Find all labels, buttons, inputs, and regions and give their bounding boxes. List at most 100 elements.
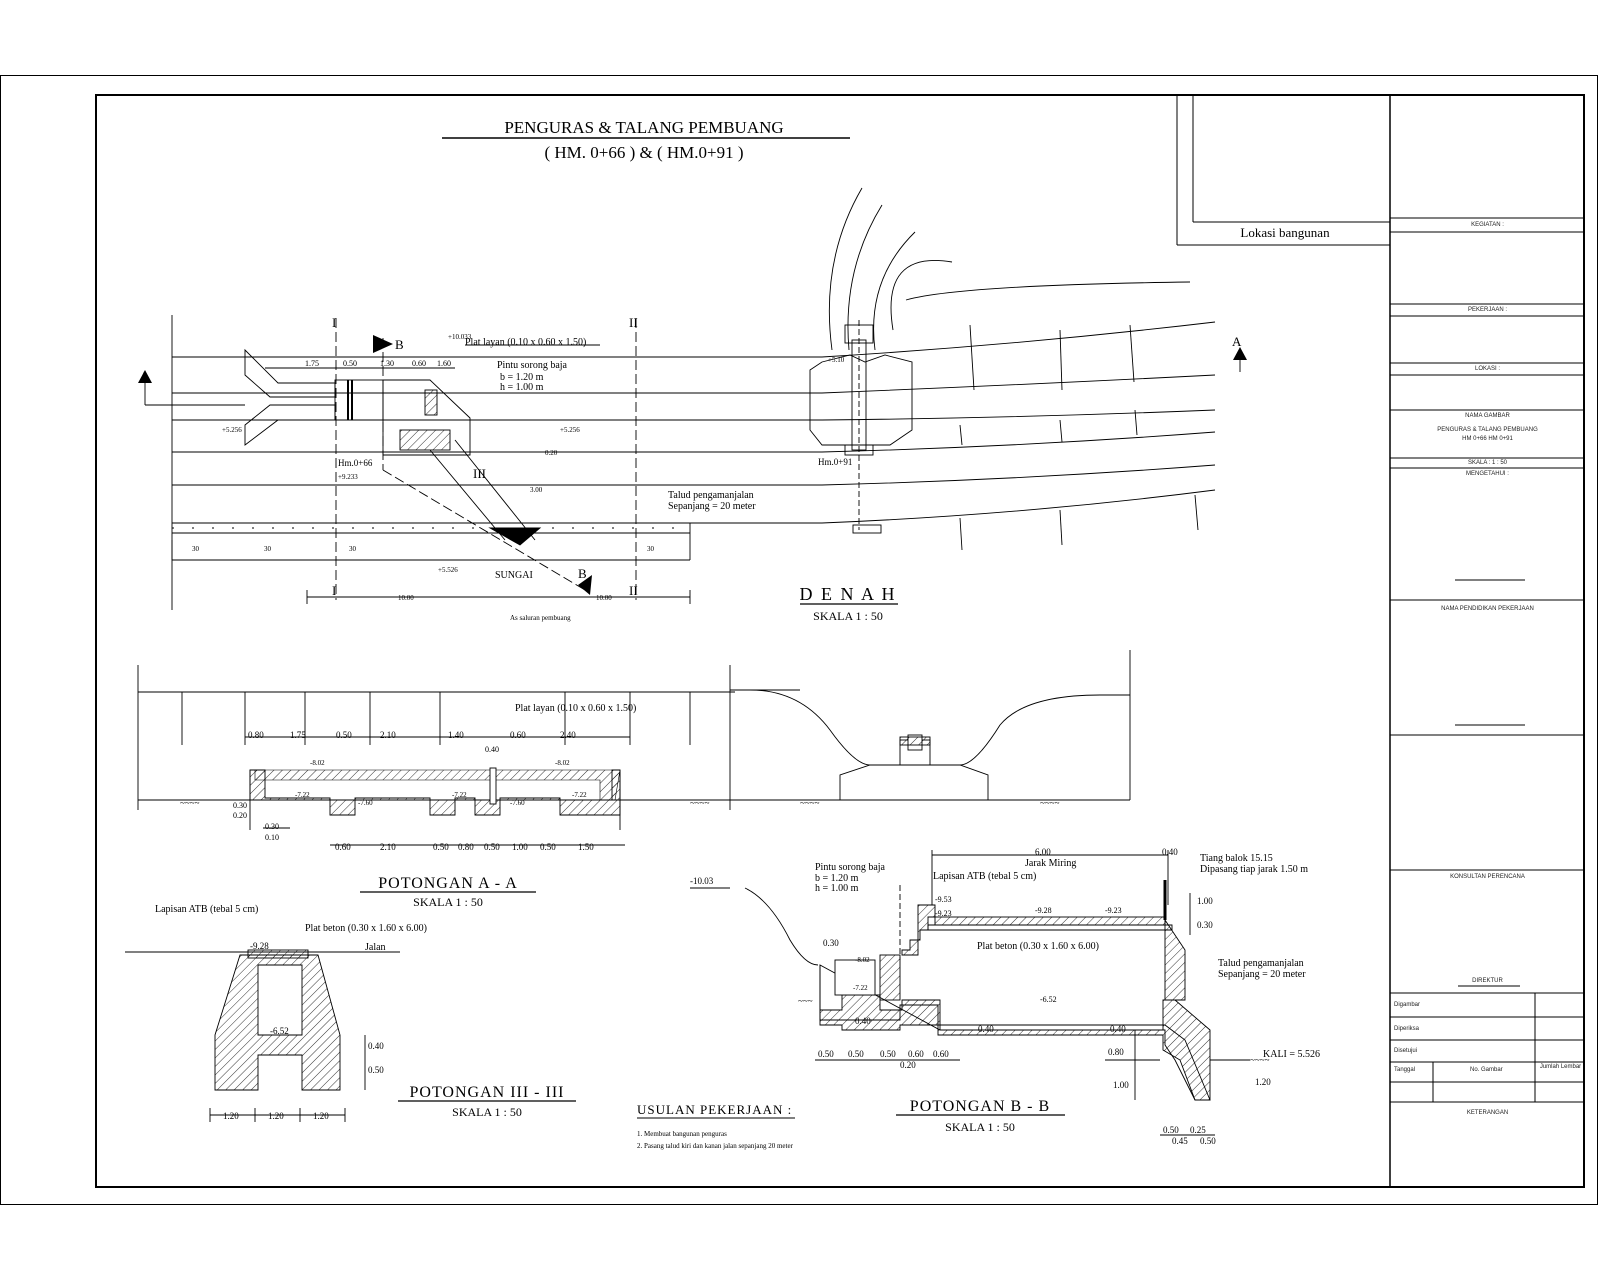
aa-elev-2: -7.22: [295, 791, 310, 799]
plan-num-30-4: 30: [647, 545, 655, 553]
bb-dim-misc-4: 0.80: [1108, 1047, 1124, 1057]
plan-mark-b-top: B: [395, 337, 404, 352]
plan-dim-1000b: 10.00: [596, 594, 612, 602]
tb-nama-gambar: NAMA GAMBAR: [1465, 413, 1510, 419]
iii-scale: SKALA 1 : 50: [452, 1105, 522, 1119]
aa-bottom-dim-1: 2.10: [380, 842, 396, 852]
iii-dim-1: 1.20: [268, 1111, 284, 1121]
drawing-frame: [95, 94, 1585, 1188]
aa-bottom-dim-3: 0.80: [458, 842, 474, 852]
plan-label-hm091: Hm.0+91: [818, 457, 852, 467]
section-aa-drawing: [137, 665, 735, 846]
aa-side-dim-1: 0.20: [233, 811, 247, 820]
tb-row-digambar: Digambar: [1394, 1002, 1421, 1008]
aa-ground-left: ~~~~: [180, 798, 200, 808]
plan-label-talud-len: Sepanjang = 20 meter: [668, 501, 756, 512]
location-box: [1176, 96, 1390, 246]
drawing-sheet: [0, 75, 1598, 1205]
tb-row-disetujui: Disetujui: [1394, 1048, 1418, 1054]
aa-side-dim-0: 0.30: [233, 801, 247, 810]
bb-elev-a: -9.53: [935, 895, 952, 904]
notes-title: USULAN PEKERJAAN :: [637, 1102, 792, 1117]
tb-row-tanggal: Tanggal: [1394, 1067, 1416, 1073]
iii-lapisan: Lapisan ATB (tebal 5 cm): [155, 904, 258, 915]
location-label: Lokasi bangunan: [1240, 225, 1330, 240]
aa-elev-4: -7.22: [452, 791, 467, 799]
tb-gambar-line2: HM 0+66 HM 0+91: [1462, 436, 1513, 442]
iii-plat-beton: Plat beton (0.30 x 1.60 x 6.00): [305, 923, 427, 934]
bb-dim-misc-2: 0.40: [978, 1024, 994, 1034]
aa-elev-6: -7.22: [572, 791, 587, 799]
terrain-ground-1: ~~~~: [800, 798, 820, 808]
plan-dim-060: 0.60: [412, 359, 426, 368]
plan-elev-6: +5.10: [828, 356, 845, 364]
plan-mark-iii: III: [473, 466, 486, 481]
plan-mark-i-bottom: I: [332, 583, 336, 598]
bb-lapisan: Lapisan ATB (tebal 5 cm): [933, 871, 1036, 882]
aa-top-dim-1: 1.75: [290, 730, 306, 740]
section-iii-drawing: [125, 949, 400, 1122]
aa-top-dim-2: 0.50: [336, 730, 352, 740]
plan-num-30-3: 30: [349, 545, 357, 553]
aa-elev-5: -7.60: [510, 799, 525, 807]
bb-dim-bot-1: 0.50: [848, 1049, 864, 1059]
tb-lokasi: LOKASI :: [1474, 366, 1500, 372]
iii-dim-2: 1.20: [313, 1111, 329, 1121]
bb-dim-misc-3: 0.40: [1110, 1024, 1126, 1034]
plan-label-pintu: Pintu sorong baja: [497, 360, 568, 371]
plan-scale: SKALA 1 : 50: [813, 609, 883, 623]
plan-label-pintu-b: b = 1.20 m: [500, 372, 544, 383]
tb-pekerjaan: PEKERJAAN :: [1467, 307, 1507, 313]
bb-pintu-h: h = 1.00 m: [815, 883, 859, 894]
plan-mark-b-bottom: B: [578, 566, 587, 581]
notes-item-0: 1. Membuat bangunan penguras: [637, 1130, 727, 1138]
tb-mengetahui: MENGETAHUI :: [1466, 471, 1509, 477]
plan-dim-1000: 10.00: [398, 594, 414, 602]
aa-scale: SKALA 1 : 50: [413, 895, 483, 909]
plan-label-talud: Talud pengamanjalan: [668, 490, 754, 501]
bb-dim-600: 6.00: [1035, 847, 1051, 857]
plan-dim-160: 1.60: [437, 359, 451, 368]
bb-elev-b: -9.23: [935, 909, 952, 918]
iii-dim-0: 1.20: [223, 1111, 239, 1121]
aa-side-dim-2: 0.30: [265, 822, 279, 831]
sheet-subtitle: ( HM. 0+66 ) & ( HM.0+91 ): [544, 143, 743, 162]
aa-bottom-dim-0: 0.60: [335, 842, 351, 852]
section-bb-drawing: [690, 850, 1250, 1136]
iii-side-dim-1: 0.50: [368, 1065, 384, 1075]
plan-elev-1: +10.033: [448, 333, 472, 341]
bb-tiang: Tiang balok 15.15: [1200, 853, 1273, 864]
tb-jumlah: Jumlah Lembar: [1539, 1064, 1582, 1070]
tb-gambar-line1: PENGURAS & TALANG PEMBUANG: [1437, 427, 1538, 433]
plan-elev-4: +9.233: [338, 473, 358, 481]
bb-plat-beton: Plat beton (0.30 x 1.60 x 6.00): [977, 941, 1099, 952]
bb-dim-misc-6: 0.30: [1197, 920, 1213, 930]
bb-tiang2: Dipasang tiap jarak 1.50 m: [1200, 864, 1308, 875]
bb-dim-foot-1: 0.25: [1190, 1125, 1206, 1135]
plan-dim-175: 1.75: [305, 359, 319, 368]
plan-label-pintu-h: h = 1.00 m: [500, 382, 544, 393]
plan-dim-300: 3.00: [530, 486, 543, 494]
bb-dim-foot-0: 0.50: [1163, 1125, 1179, 1135]
aa-top-dim-0: 0.80: [248, 730, 264, 740]
bb-elev-f: -7.22: [853, 984, 868, 992]
bb-talud-len: Sepanjang = 20 meter: [1218, 969, 1306, 980]
bb-jarak: Jarak Miring: [1025, 858, 1076, 869]
bb-talud: Talud pengamanjalan: [1218, 958, 1304, 969]
sheet-title: PENGURAS & TALANG PEMBUANG: [504, 118, 783, 137]
plan-label-sungai: SUNGAI: [495, 570, 533, 581]
terrain-profile: [730, 650, 1131, 801]
plan-elev-2: +5.256: [222, 426, 242, 434]
bb-title: POTONGAN B - B: [910, 1098, 1050, 1115]
plan-mark-a-left: A: [140, 368, 150, 383]
section-b-arrow-bottom: [578, 575, 592, 595]
plan-label-hm066: Hm.0+66: [338, 458, 373, 468]
bb-dim-misc-9: 1.00: [1197, 896, 1213, 906]
bb-pintu: Pintu sorong baja: [815, 862, 886, 873]
aa-top-dim-4: 1.40: [448, 730, 464, 740]
bb-dim-bot-2: 0.50: [880, 1049, 896, 1059]
aa-bottom-dim-6: 0.50: [540, 842, 556, 852]
plan-dim-020: 0.20: [545, 449, 558, 457]
aa-bottom-dim-7: 1.50: [578, 842, 594, 852]
bb-elev-e: -8.02: [855, 956, 870, 964]
